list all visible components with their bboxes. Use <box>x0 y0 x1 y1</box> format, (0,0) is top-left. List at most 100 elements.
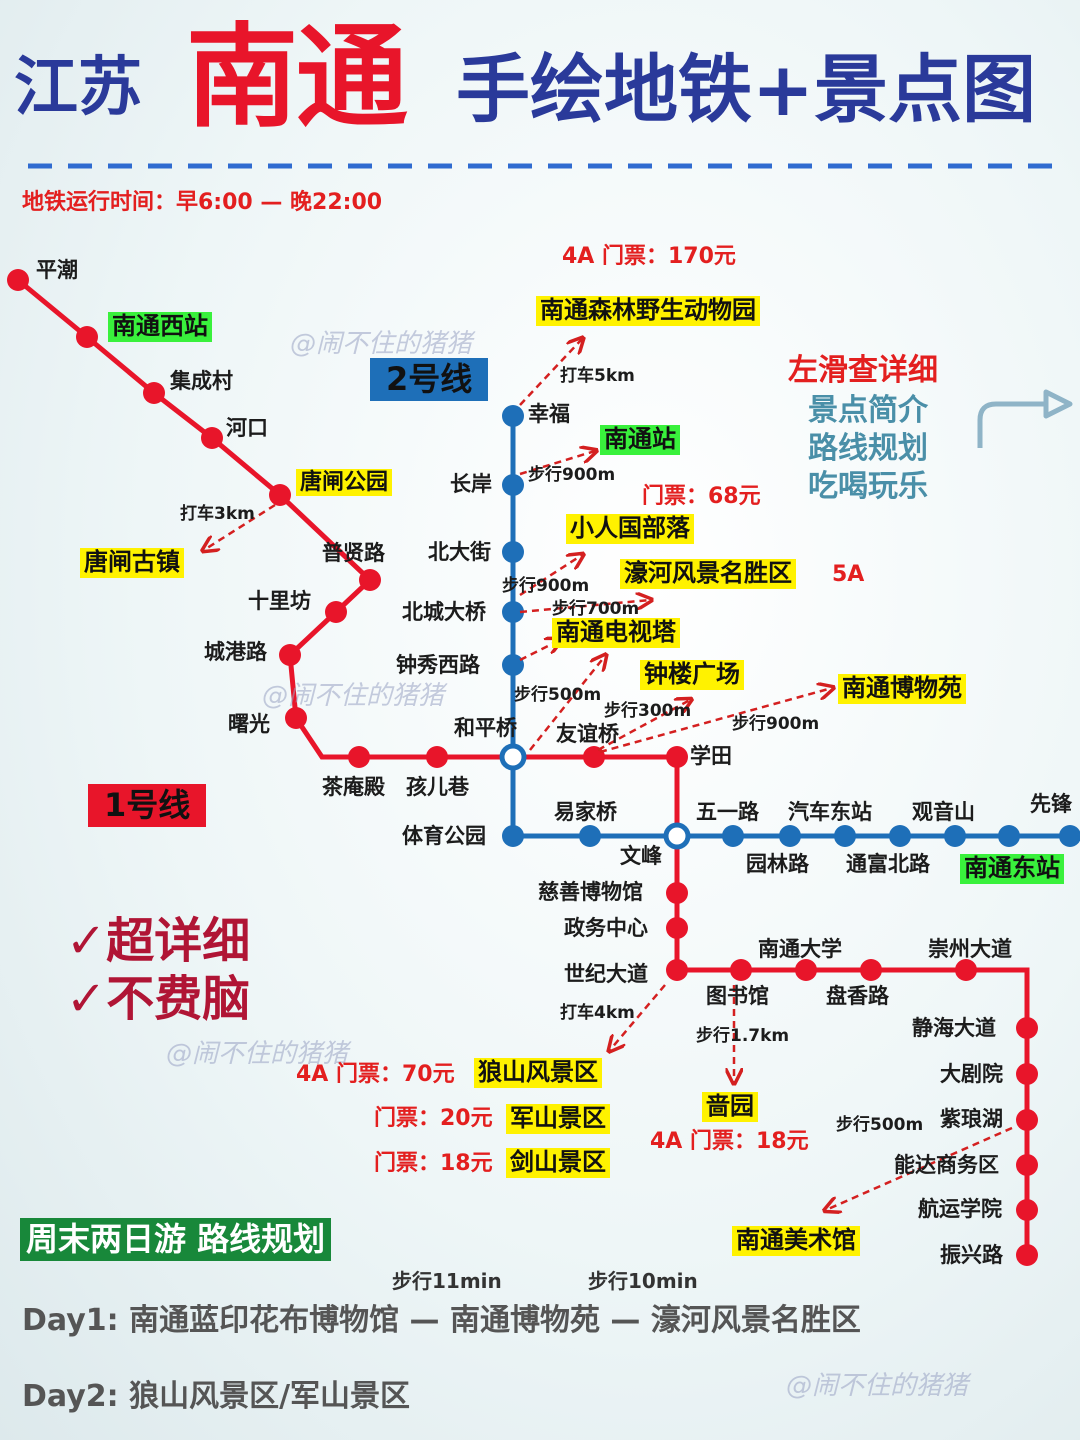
station-dot <box>502 541 524 563</box>
jianshan-ticket: 门票：18元 <box>374 1151 493 1176</box>
station-label: 易家桥 <box>554 800 617 824</box>
arrow-nantong-station <box>519 451 595 476</box>
station-dot <box>502 405 524 427</box>
station-dot <box>1016 1199 1038 1221</box>
swipe-hint-item: 路线规划 <box>808 431 928 466</box>
langshan-attraction: 狼山风景区 <box>474 1058 602 1088</box>
haohe-attraction: 濠河风景名胜区 <box>620 559 796 589</box>
station-label: 平潮 <box>36 258 78 282</box>
station-label: 茶庵殿 <box>322 775 385 799</box>
station-dot <box>348 746 370 768</box>
station-dot <box>583 746 605 768</box>
station-label: 南通大学 <box>758 937 842 961</box>
operating-hours: 地铁运行时间：早6:00 — 晚22:00 <box>22 190 383 215</box>
arrow-museum1 <box>597 700 690 752</box>
station-dot <box>666 959 688 981</box>
plan-walk-2: 步行10min <box>588 1269 698 1293</box>
transfer-heping <box>499 743 527 771</box>
station-dot <box>1016 1109 1038 1131</box>
plan-walk-1: 步行11min <box>392 1269 502 1293</box>
zoo-attraction: 南通森林野生动物园 <box>536 296 760 326</box>
line1-label: 1号线 <box>88 784 207 827</box>
station-label: 钟秀西路 <box>396 653 480 677</box>
watermark: @闹不住的猪猪 <box>786 1371 969 1401</box>
zoo-route: 打车5km <box>560 366 635 386</box>
nantong-station-route: 步行900m <box>528 465 616 485</box>
station-label: 北大街 <box>428 540 491 564</box>
title-province: 江苏 <box>14 51 142 125</box>
station-label: 图书馆 <box>706 984 769 1008</box>
arrow-langshan <box>610 984 666 1050</box>
xiaoren-route: 步行900m <box>502 576 590 596</box>
title-subtitle: 手绘地铁+景点图 <box>456 47 1037 133</box>
station-dot <box>359 569 381 591</box>
station-dot <box>279 644 301 666</box>
station-label: 汽车东站 <box>788 800 872 824</box>
station-label: 政务中心 <box>564 916 648 940</box>
station-label: 能达商务区 <box>894 1153 999 1177</box>
arrow-haohe <box>519 600 650 614</box>
station-dot <box>502 825 524 847</box>
watermark: @闹不住的猪猪 <box>262 681 445 711</box>
tv-tower-attraction: 南通电视塔 <box>552 618 680 648</box>
art-museum-attraction: 南通美术馆 <box>732 1226 860 1256</box>
station-label: 盘香路 <box>826 984 889 1008</box>
swipe-hint-item: 景点简介 <box>808 393 928 428</box>
station-dot <box>201 427 223 449</box>
station-label: 孩儿巷 <box>406 775 469 799</box>
junshan-attraction: 军山景区 <box>506 1104 610 1134</box>
tangzha-route: 打车3km <box>180 504 255 524</box>
station-dot <box>269 484 291 506</box>
station-label: 南通东站 <box>960 854 1064 884</box>
station-dot <box>143 382 165 404</box>
station-dot <box>779 825 801 847</box>
watermark: @闹不住的猪猪 <box>290 329 473 359</box>
check-item: ✓超详细 <box>66 913 251 969</box>
xiaoren-attraction: 小人国部落 <box>566 514 694 544</box>
station-label: 学田 <box>690 744 732 768</box>
zoo-ticket: 4A 门票：170元 <box>562 244 736 269</box>
station-label: 和平桥 <box>454 716 517 740</box>
station-dot <box>76 326 98 348</box>
arrow-museum2 <box>599 688 832 754</box>
nantong-station-attraction: 南通站 <box>600 425 680 455</box>
station-label: 观音山 <box>912 800 975 824</box>
station-dot <box>834 825 856 847</box>
station-dot <box>666 917 688 939</box>
line1-stations <box>7 269 1038 1266</box>
arrow-zoo <box>519 339 582 406</box>
station-label: 幸福 <box>528 402 570 426</box>
station-label: 十里坊 <box>248 589 311 613</box>
station-label: 慈善博物馆 <box>538 880 643 904</box>
station-dot <box>1059 825 1080 847</box>
station-label: 集成村 <box>170 369 233 393</box>
station-dot <box>502 654 524 676</box>
watermark: @闹不住的猪猪 <box>166 1039 349 1069</box>
station-label: 大剧院 <box>940 1062 1003 1086</box>
arrow-art-museum <box>826 1126 1013 1210</box>
station-label: 文峰 <box>620 844 662 868</box>
junshan-ticket: 门票：20元 <box>374 1106 493 1131</box>
station-dot <box>1016 1063 1038 1085</box>
station-label: 长岸 <box>450 472 492 496</box>
arrow-tangzha <box>204 503 276 550</box>
line2-label: 2号线 <box>370 358 489 401</box>
station-dot <box>426 746 448 768</box>
station-label: 体育公园 <box>402 824 486 848</box>
station-dot <box>7 269 29 291</box>
station-dot <box>1016 1244 1038 1266</box>
haohe-route: 步行700m <box>552 599 640 619</box>
station-label: 南通西站 <box>108 312 212 342</box>
station-dot <box>325 601 347 623</box>
check-item: ✓不费脑 <box>66 971 251 1027</box>
station-dot <box>955 959 977 981</box>
bell-tower-attraction: 钟楼广场 <box>640 660 744 690</box>
bell-tower-route: 步行500m <box>514 685 602 705</box>
station-label: 世纪大道 <box>564 962 648 986</box>
station-label: 通富北路 <box>846 852 930 876</box>
station-label: 航运学院 <box>918 1197 1002 1221</box>
langshan-ticket: 4A 门票：70元 <box>296 1062 455 1087</box>
station-label: 河口 <box>226 416 268 440</box>
plan-title: 周末两日游 路线规划 <box>20 1218 332 1261</box>
station-dot <box>795 959 817 981</box>
